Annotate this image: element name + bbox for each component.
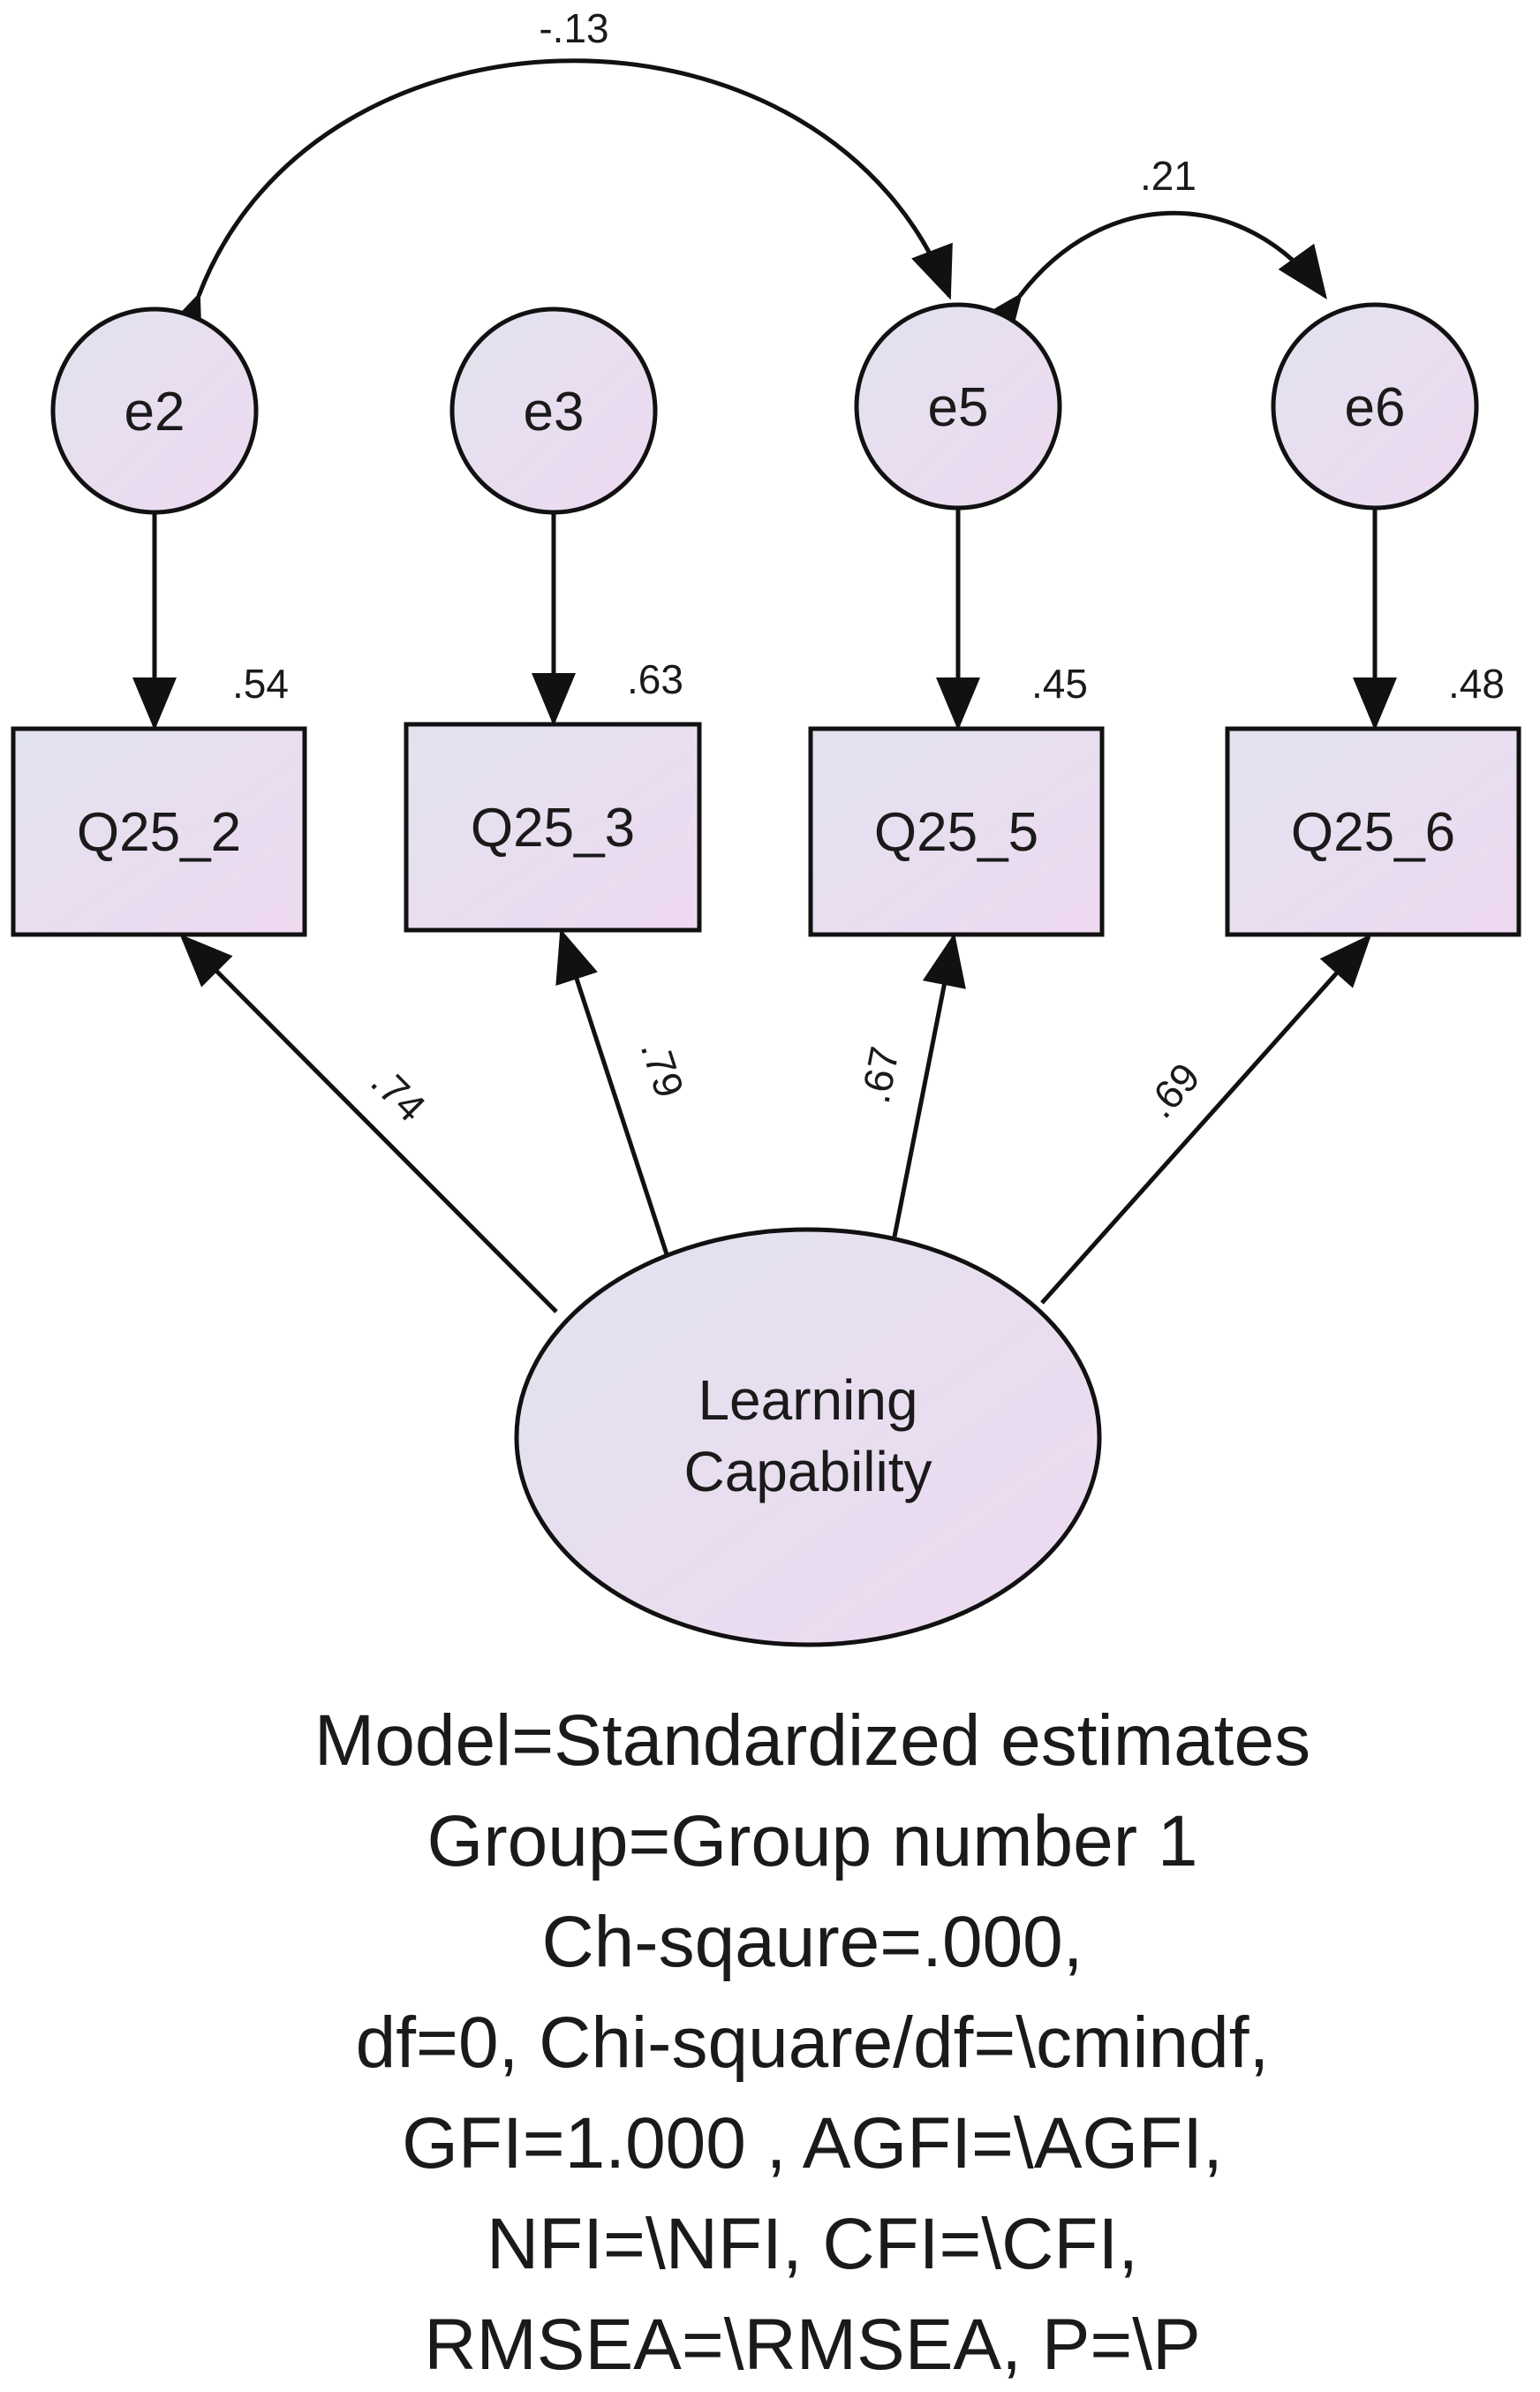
covariance-label-e5-e6: .21 [1140,153,1197,199]
fit-summary-line: RMSEA=\RMSEA, P=\P [424,2305,1201,2385]
fit-summary-line: df=0, Chi-square/df=\cmindf, [356,2002,1270,2083]
svg-text:Q25_5: Q25_5 [874,802,1038,863]
indicator-q25-6: Q25_6 [1225,726,1521,937]
svg-text:e6: e6 [1345,377,1406,438]
error-node-e2: e2 [50,307,259,515]
covariance-label-e2-e5: -.13 [539,5,608,51]
indicator-q25-3: Q25_3 [404,722,702,933]
loading-arrow-q25-3 [555,928,669,1255]
svg-text:Q25_3: Q25_3 [471,798,635,859]
fit-summary-line: GFI=1.000 , AGFI=\AGFI, [402,2103,1223,2184]
error-node-e5: e5 [854,302,1062,511]
svg-text:Learning: Learning [698,1368,917,1432]
r-squared-q25-2: .54 [232,661,289,707]
fit-summary-line: Ch-sqaure=.000, [541,1902,1083,1982]
indicator-q25-2: Q25_2 [11,726,307,937]
loading-arrow-q25-5 [892,933,966,1238]
svg-text:e5: e5 [928,377,989,438]
r-squared-q25-6: .48 [1448,661,1505,707]
fit-summary-line: Group=Group number 1 [427,1801,1198,1881]
indicator-q25-5: Q25_5 [808,726,1105,937]
r-squared-q25-3: .63 [627,656,683,702]
svg-text:Q25_2: Q25_2 [77,802,241,863]
loading-label-q25-3: .79 [632,1035,693,1103]
covariance-arc-e2-e5 [161,58,953,350]
svg-text:e3: e3 [524,382,585,443]
svg-text:Q25_6: Q25_6 [1291,802,1455,863]
fit-summary: Model=Standardized estimates Group=Group… [314,1700,1310,2385]
loading-arrow-q25-6 [1040,934,1372,1305]
r-squared-q25-5: .45 [1031,661,1088,707]
error-node-e6: e6 [1271,302,1479,511]
fit-summary-line: NFI=\NFI, CFI=\CFI, [487,2204,1138,2284]
loading-label-q25-2: .74 [362,1058,434,1131]
svg-text:e2: e2 [125,382,185,443]
loading-arrow-q25-2 [179,934,558,1313]
svg-text:Capability: Capability [683,1440,932,1503]
loading-label-q25-6: .69 [1136,1054,1208,1126]
latent-learning-capability: Learning Capability [514,1227,1102,1647]
covariance-arc-e5-e6 [972,210,1327,348]
fit-summary-line: Model=Standardized estimates [314,1700,1310,1781]
error-node-e3: e3 [449,307,658,515]
loading-label-q25-5: .67 [852,1043,908,1108]
